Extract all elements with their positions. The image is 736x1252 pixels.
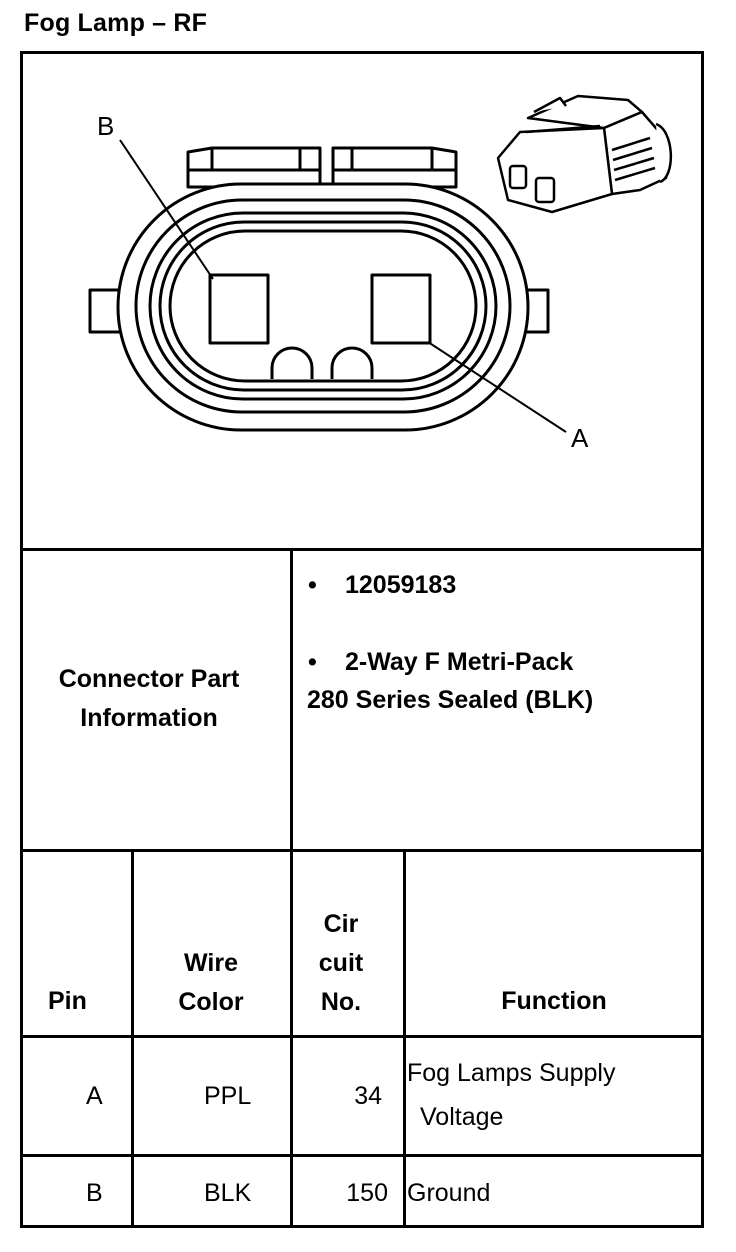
row-b-circuit: 150 (346, 1179, 388, 1207)
keyway-bump-left (270, 346, 314, 379)
leader-line-b (119, 139, 214, 280)
header-circuit-line2: cuit (318, 948, 364, 977)
divider-circuit-column (403, 849, 406, 1225)
row-a-function-line2: Voltage (420, 1102, 504, 1131)
row-b-wire-color: BLK (204, 1179, 252, 1207)
row-a-function: Fog Lamps Supply Voltage (407, 1052, 615, 1140)
divider-row-a-b (23, 1154, 701, 1157)
part-number: 12059183 (345, 571, 457, 599)
header-circuit-line3: No. (320, 987, 362, 1016)
row-a-circuit: 34 (354, 1082, 382, 1110)
divider-info-table (23, 849, 701, 852)
header-circuit-number: Cir cuit No. (291, 905, 391, 1021)
divider-info-column (290, 548, 293, 849)
description-line2: 280 Series Sealed (BLK) (307, 686, 594, 714)
keyway-bump-right (330, 346, 374, 379)
divider-pin-column (131, 849, 134, 1225)
terminal-a (370, 273, 432, 345)
connector-info-label: Connector Part Information (26, 660, 272, 738)
description-line1: 2-Way F Metri-Pack (345, 648, 574, 676)
header-circuit-line1: Cir (323, 910, 359, 938)
connector-info-label-line1: Connector Part (58, 665, 240, 693)
row-b-pin: B (86, 1179, 103, 1207)
leader-line-a (427, 341, 567, 433)
part-number-bullet: • (308, 571, 317, 599)
header-wire-color-line1: Wire (184, 949, 238, 977)
divider-header-rows (23, 1035, 701, 1038)
header-pin: Pin (48, 987, 87, 1015)
terminal-b (208, 273, 270, 345)
page-title: Fog Lamp – RF (24, 9, 208, 37)
row-b-function: Ground (407, 1179, 491, 1207)
description-bullet: • (308, 648, 317, 676)
pin-label-a: A (571, 423, 589, 453)
header-function: Function (501, 987, 607, 1015)
connector-perspective-view (496, 94, 672, 214)
row-a-pin: A (86, 1082, 103, 1110)
header-wire-color: Wire Color (131, 944, 291, 1022)
divider-diagram-info (23, 548, 701, 551)
pin-label-b: B (97, 111, 114, 141)
header-wire-color-line2: Color (178, 987, 244, 1016)
row-a-wire-color: PPL (204, 1082, 252, 1110)
divider-wire-column (290, 849, 293, 1225)
connector-info-label-line2: Information (80, 703, 218, 732)
row-a-function-line1: Fog Lamps Supply (407, 1059, 616, 1087)
connector-end-view-sheet (20, 51, 704, 1228)
